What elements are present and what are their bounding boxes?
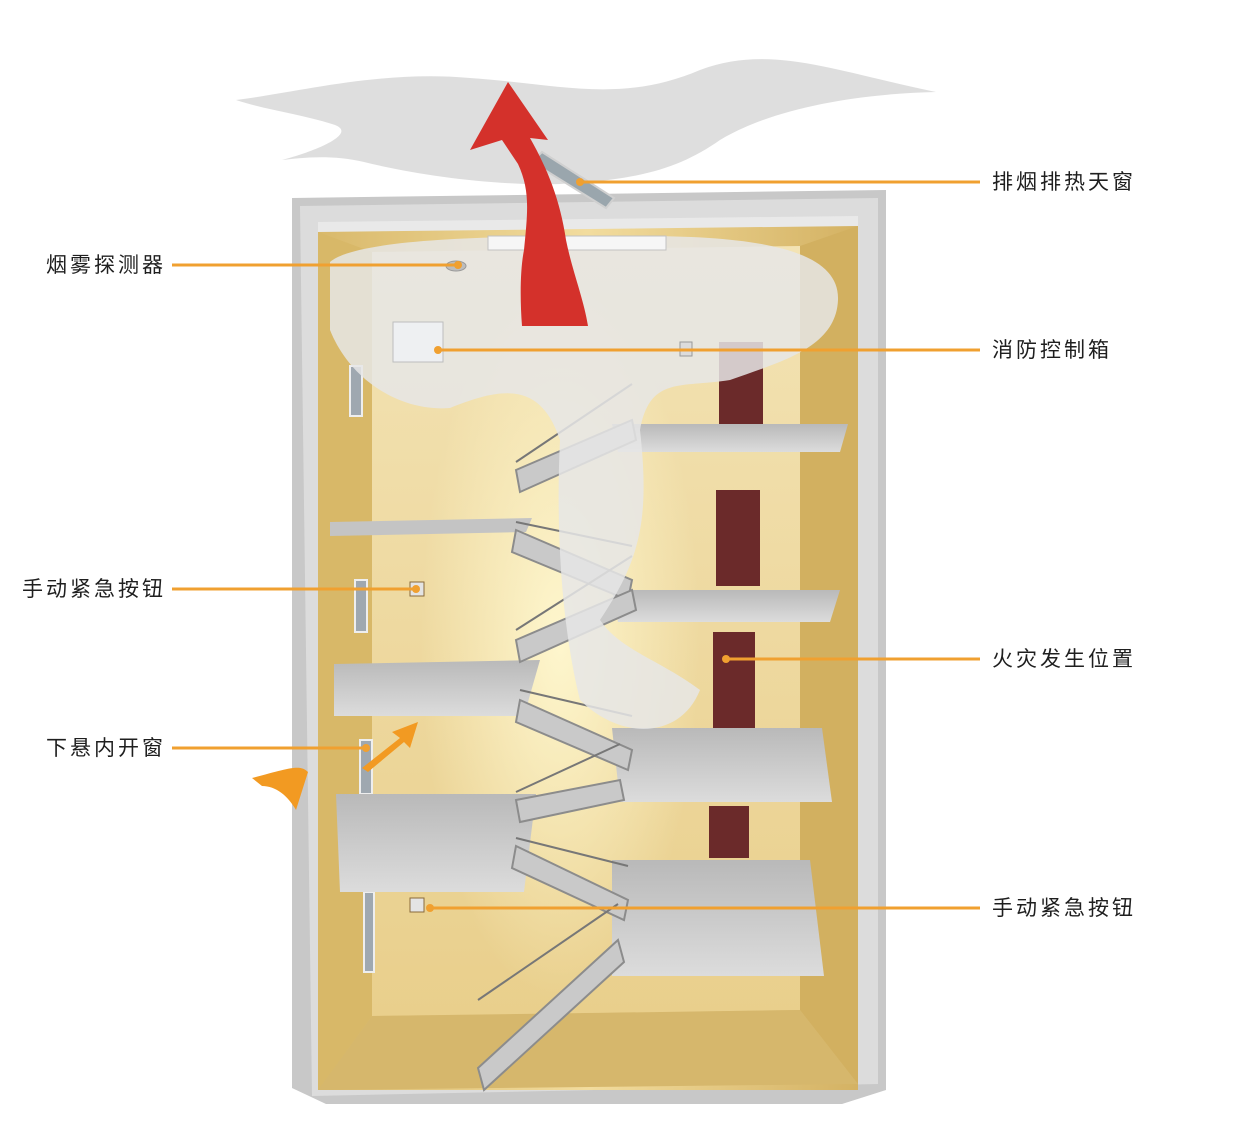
label-manual-button-right: 手动紧急按钮 bbox=[992, 896, 1136, 920]
callout-lines bbox=[172, 178, 980, 912]
floor-slabs bbox=[330, 424, 848, 976]
label-smoke-detector: 烟雾探测器 bbox=[46, 253, 166, 277]
label-manual-button-left: 手动紧急按钮 bbox=[22, 577, 166, 601]
label-skylight: 排烟排热天窗 bbox=[992, 170, 1136, 194]
label-fire-location: 火灾发生位置 bbox=[992, 647, 1136, 671]
intake-arrows[interactable] bbox=[252, 722, 418, 810]
label-bottom-window: 下悬内开窗 bbox=[46, 736, 166, 760]
exhaust-arrow[interactable] bbox=[470, 82, 588, 326]
smoke bbox=[236, 59, 936, 729]
label-control-box: 消防控制箱 bbox=[992, 338, 1112, 362]
